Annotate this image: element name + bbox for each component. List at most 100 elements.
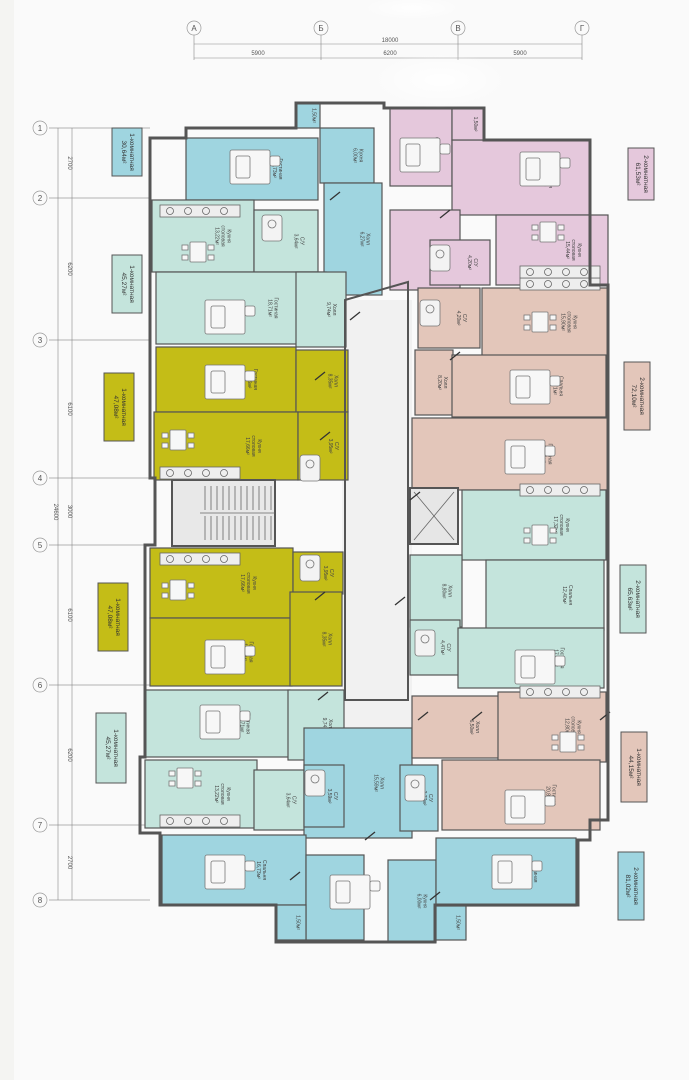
apartment-type-text: 2-комнатная72,10м²	[630, 377, 645, 415]
door-icon	[314, 591, 326, 601]
apartment-type-label: 2-комнатная72,10м²	[623, 361, 651, 431]
axis-bubble-row	[32, 332, 48, 348]
kitchen-counter-icon	[159, 814, 241, 828]
door-icon	[317, 691, 329, 701]
dining-table-icon	[551, 731, 585, 753]
apartment-type-box	[617, 851, 645, 921]
dim-label-top: 6200	[383, 51, 397, 57]
apartment-type-box	[97, 582, 129, 652]
room-label-line: 13,22м²	[213, 785, 219, 803]
room-label: Гостиная18,71м²	[267, 298, 279, 319]
apartment-type-text: 2-комнатная61,53м²	[634, 155, 649, 193]
apartment-type-text: 1-комнатная47,08м²	[106, 598, 121, 636]
axis-label-number: 2	[38, 194, 43, 203]
apartment-type-line: 1-комнатная	[120, 388, 127, 426]
apartment-type-line: 72,10м²	[630, 385, 637, 409]
axis-bubble-col	[450, 20, 466, 36]
elevator-cross-b	[413, 491, 455, 541]
apartment-type-label: 1-комнатная44,15м²	[620, 731, 648, 803]
room-label: Холл8,80м²	[440, 584, 452, 599]
room-label-line: С/У	[299, 237, 305, 246]
dim-label-top: 18000	[382, 38, 399, 44]
room-label-line: Холл	[331, 304, 337, 316]
room-area	[414, 349, 454, 416]
door-icon	[394, 596, 406, 606]
kitchen-counter-icon	[519, 277, 601, 291]
axis-label-number: 3	[38, 336, 43, 345]
room-label-line: Кухня	[251, 576, 257, 590]
apartment-type-text: 1-комнатная45,27м²	[120, 265, 135, 303]
room-label-line: С/У	[332, 792, 338, 801]
room-label-line: 17,32м²	[552, 516, 558, 534]
room-label: Кухнястоловая13,22м²	[213, 225, 231, 247]
apartment-type-label: 1-комнатная47,08м²	[97, 582, 129, 652]
apartment-type-line: 47,08м²	[106, 606, 113, 630]
room-label-line: Гостиная	[245, 713, 251, 734]
kitchen-counter-icon	[519, 685, 601, 699]
axis-label-letter: А	[191, 24, 197, 33]
room-label-line: Кухня	[572, 315, 578, 329]
room-label-line: 9,74м²	[321, 718, 327, 733]
room-label-line: Кухня	[575, 720, 581, 734]
room-area	[387, 859, 437, 943]
dim-label-left: 6200	[66, 262, 72, 276]
room-label: Спальня16,73м²	[255, 860, 267, 880]
bathroom-fixture-icon	[429, 244, 451, 272]
room-label: С/У4,47м²	[439, 640, 451, 655]
room-label-line: 17,66м²	[244, 437, 250, 455]
apartment-type-line: 45,27м²	[120, 273, 127, 297]
room-label-line: Кухня	[422, 894, 428, 908]
room-area	[485, 559, 605, 631]
room-label-line: С/У	[333, 442, 339, 451]
room-label-line: 18,71м²	[239, 715, 245, 733]
room-label-line: 15,59м²	[372, 774, 378, 792]
apartment-type-text: 1-комнатная45,27м²	[104, 729, 119, 767]
apartment-type-label: 1-комнатная45,27м²	[95, 712, 127, 784]
room-label: С/У3,64м²	[284, 793, 296, 808]
dim-label-left: 6100	[66, 402, 72, 416]
room-label-line: 1,50м²	[310, 108, 316, 123]
room-label-line: столовая	[219, 225, 225, 247]
door-icon	[409, 491, 421, 501]
dim-label-left: 2700	[66, 156, 72, 170]
stairwell	[171, 479, 459, 547]
room-label-line: столовая	[566, 311, 572, 333]
apartment-type-box	[95, 712, 127, 784]
room-label: Кухня6,00м²	[416, 894, 428, 909]
axis-bubble-row	[32, 120, 48, 136]
apartment-type-box	[627, 147, 655, 201]
room-label-line: 6,00м²	[416, 894, 422, 909]
room-label-line: Спальня	[558, 376, 564, 396]
apartment-type-text: 1-комнатная47,08м²	[112, 388, 127, 426]
dining-table-icon	[168, 767, 202, 789]
room-label: Кухнястоловая12,80м²	[563, 716, 581, 738]
apartment-type-box	[111, 254, 143, 314]
bathroom-fixture-icon	[414, 629, 436, 657]
room-label-line: С/У	[290, 796, 296, 805]
room-label-line: 3,59м²	[326, 789, 332, 804]
apartment-type-line: 30,64м²	[120, 141, 127, 165]
room-label: Холл8,35м²	[320, 632, 332, 647]
room-label-line: Холл	[332, 375, 338, 387]
room-label-line: С/У	[427, 794, 433, 803]
room-label-line: столовая	[558, 514, 564, 536]
room-label: Кухнястоловая13,22м²	[213, 783, 231, 805]
room-area	[435, 904, 467, 941]
room-label: Холл9,74м²	[321, 718, 333, 733]
room-label-line: 3,95м²	[322, 566, 328, 581]
axis-label-number: 4	[38, 474, 43, 483]
room-label-line: 13,22м²	[213, 227, 219, 245]
outer-wall	[138, 101, 610, 944]
room-label-line: 1,50м²	[454, 915, 460, 930]
apartment-type-line: 65,63м²	[626, 588, 633, 612]
room-label: Гостиная20,80м²	[544, 785, 556, 806]
room-label-line: 8,20м²	[436, 375, 442, 390]
room-label: Гостиная18,71м²	[239, 713, 251, 734]
bathroom-fixture-icon	[419, 299, 441, 327]
room-label: 1,50м²	[310, 108, 316, 123]
room-label-line: Холл	[446, 585, 452, 597]
room-label-line: 8,80м²	[440, 584, 446, 599]
room-label-line: Кухня	[564, 518, 570, 532]
sofa-icon	[204, 364, 256, 400]
building-walls	[138, 101, 610, 944]
